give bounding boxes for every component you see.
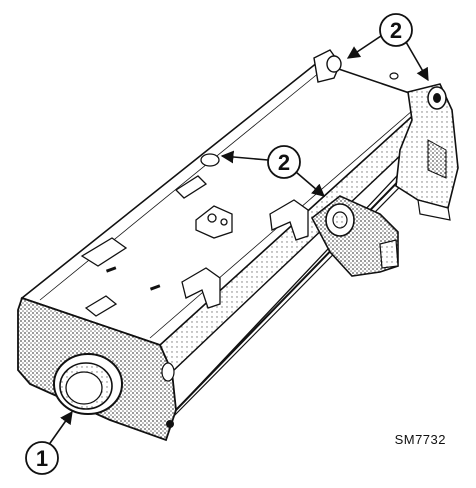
top-slots	[105, 266, 161, 291]
svg-text:1: 1	[36, 446, 48, 471]
callout-two-mid: 2	[267, 145, 301, 179]
mid-mount-bracket	[200, 153, 399, 277]
callout-one: 1	[25, 441, 59, 475]
figure-id-label: SM7732	[394, 432, 446, 447]
rear-mount-bracket	[395, 83, 459, 221]
rear-top-bushings	[313, 49, 399, 83]
svg-text:2: 2	[390, 18, 402, 43]
callout-two-rear: 2	[379, 13, 413, 47]
callout-arrows	[47, 33, 429, 447]
top-mounting-tabs	[80, 175, 309, 317]
beam-front-face	[17, 296, 177, 442]
svg-text:2: 2	[278, 150, 290, 175]
